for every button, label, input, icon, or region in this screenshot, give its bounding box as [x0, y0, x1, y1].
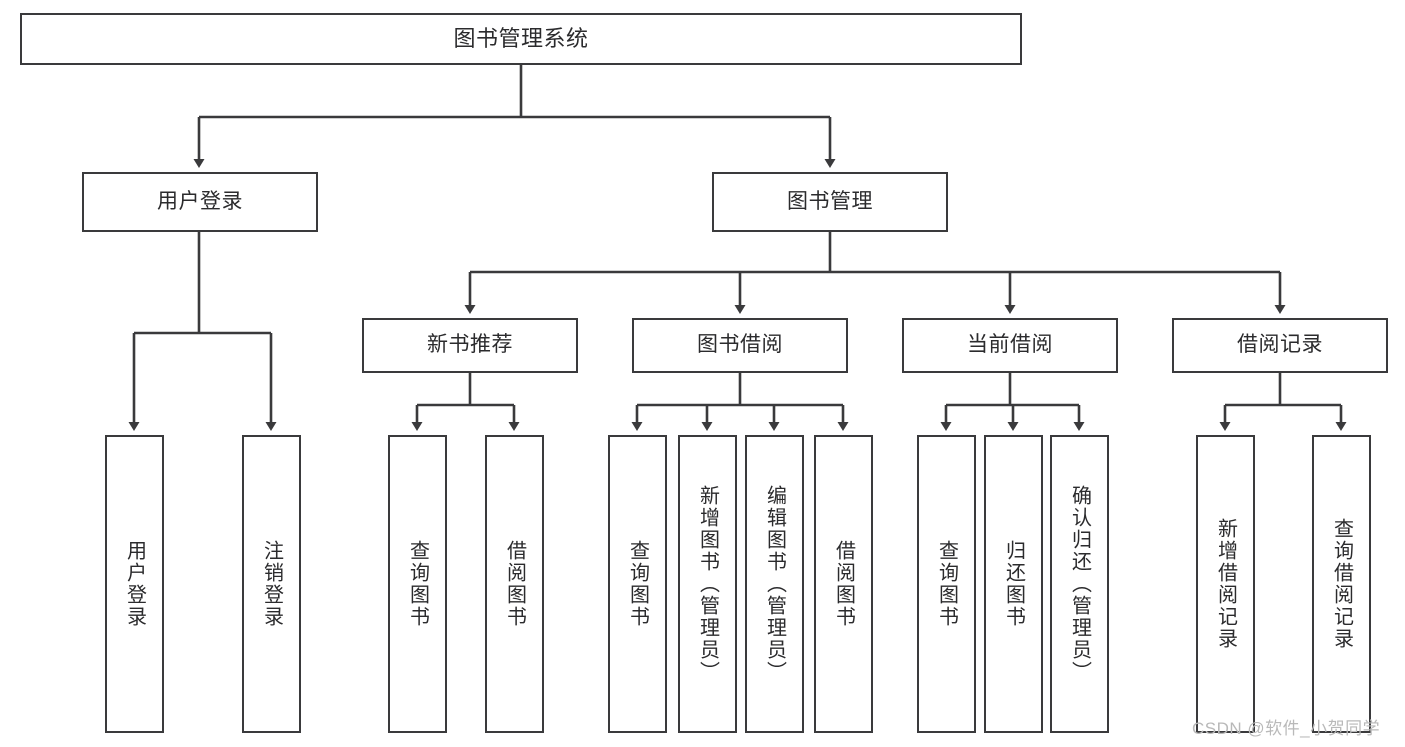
node-current-borrow[interactable]: 当前借阅 — [902, 318, 1118, 373]
node-book-borrow[interactable]: 图书借阅 — [632, 318, 848, 373]
node-user-login[interactable]: 用户登录 — [82, 172, 318, 232]
node-borrow-record[interactable]: 借阅记录 — [1172, 318, 1388, 373]
node-label: 查询借阅记录 — [1330, 518, 1353, 650]
node-new-book-recommend[interactable]: 新书推荐 — [362, 318, 578, 373]
node-leaf-edit-book-admin[interactable]: 编辑图书（管理员） — [745, 435, 804, 733]
node-label: 用户登录 — [157, 189, 243, 213]
node-leaf-user-login[interactable]: 用户登录 — [105, 435, 164, 733]
node-label: 借阅图书 — [832, 540, 855, 628]
node-label: 确认归还（管理员） — [1068, 485, 1091, 683]
node-label: 新增图书（管理员） — [696, 485, 719, 683]
node-label: 图书管理 — [787, 189, 873, 213]
node-label: 图书借阅 — [697, 333, 783, 357]
node-label: 图书管理系统 — [453, 26, 589, 52]
node-leaf-borrow-book-recommend[interactable]: 借阅图书 — [485, 435, 544, 733]
node-label: 查询图书 — [626, 540, 649, 628]
node-leaf-add-borrow-record[interactable]: 新增借阅记录 — [1196, 435, 1255, 733]
csdn-watermark: CSDN @软件_小贺同学 — [1192, 719, 1381, 738]
node-book-management[interactable]: 图书管理 — [712, 172, 948, 232]
node-label: 查询图书 — [406, 540, 429, 628]
node-leaf-query-book-current[interactable]: 查询图书 — [917, 435, 976, 733]
node-root-book-management-system[interactable]: 图书管理系统 — [20, 13, 1022, 65]
node-label: 用户登录 — [123, 540, 146, 628]
node-label: 查询图书 — [935, 540, 958, 628]
node-label: 当前借阅 — [967, 333, 1053, 357]
node-label: 新增借阅记录 — [1214, 518, 1237, 650]
node-label: 归还图书 — [1002, 540, 1025, 628]
node-leaf-add-book-admin[interactable]: 新增图书（管理员） — [678, 435, 737, 733]
node-leaf-query-book-borrow[interactable]: 查询图书 — [608, 435, 667, 733]
node-label: 新书推荐 — [427, 333, 513, 357]
node-leaf-confirm-return-admin[interactable]: 确认归还（管理员） — [1050, 435, 1109, 733]
node-leaf-logout-login[interactable]: 注销登录 — [242, 435, 301, 733]
node-label: 借阅图书 — [503, 540, 526, 628]
node-leaf-query-book-recommend[interactable]: 查询图书 — [388, 435, 447, 733]
node-leaf-return-book[interactable]: 归还图书 — [984, 435, 1043, 733]
node-label: 注销登录 — [260, 540, 283, 628]
node-leaf-query-borrow-record[interactable]: 查询借阅记录 — [1312, 435, 1371, 733]
node-leaf-borrow-book-borrow[interactable]: 借阅图书 — [814, 435, 873, 733]
node-label: 借阅记录 — [1237, 333, 1323, 357]
node-label: 编辑图书（管理员） — [763, 485, 786, 683]
